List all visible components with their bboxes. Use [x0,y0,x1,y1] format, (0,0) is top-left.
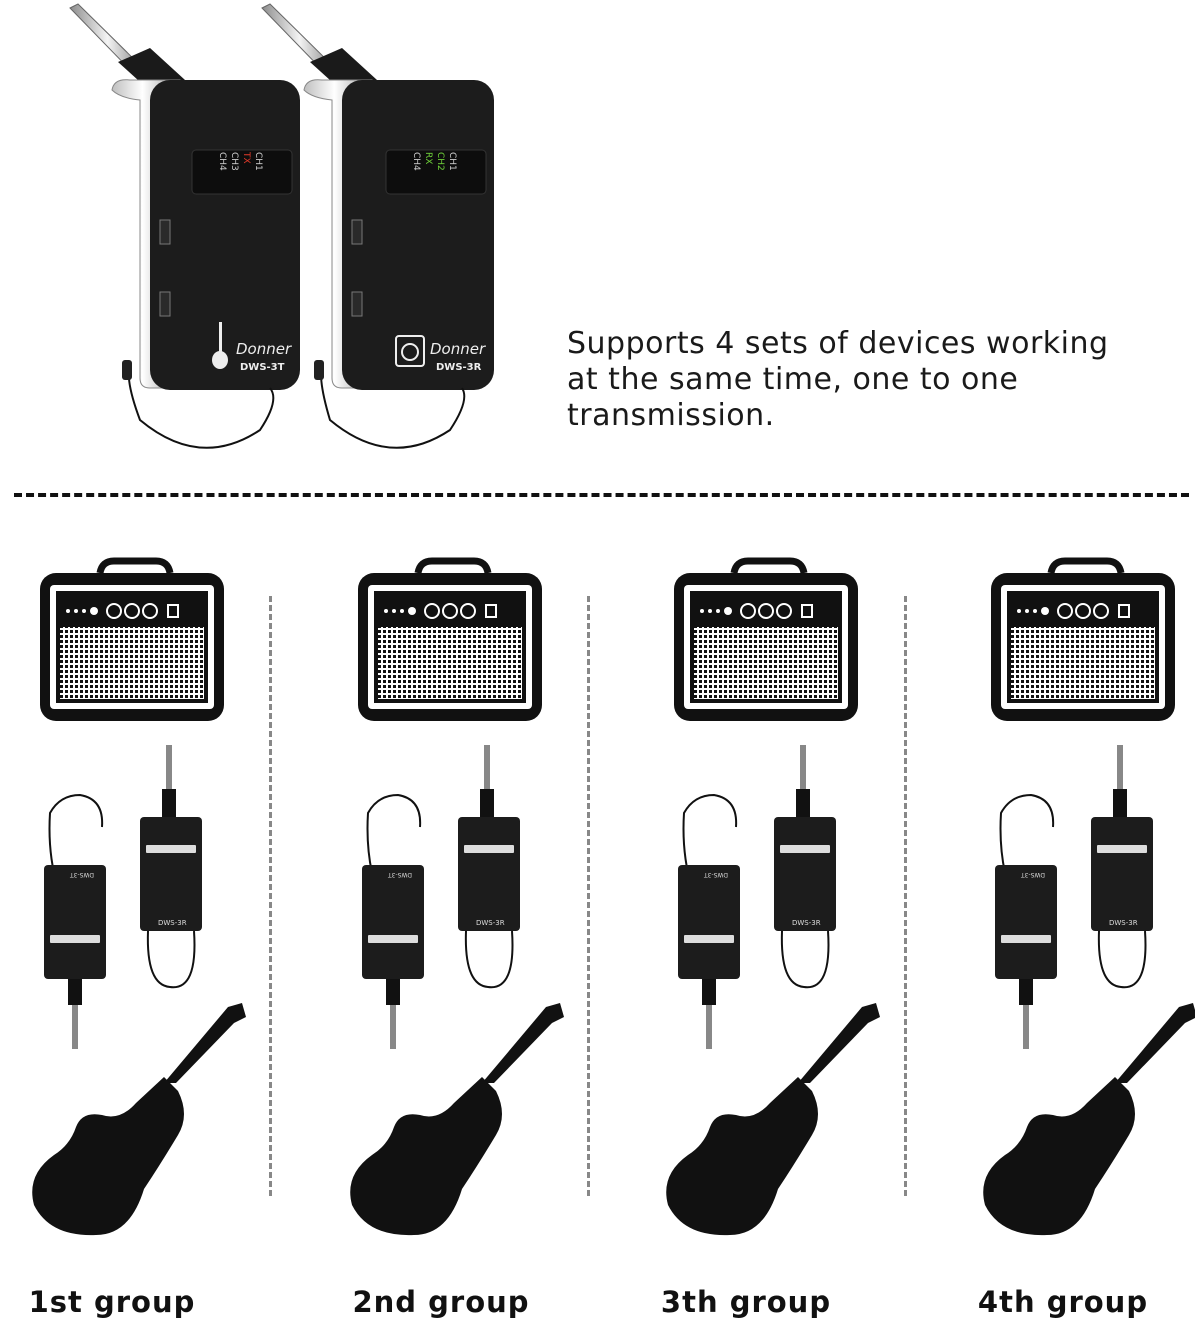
led-label: CH2 [435,152,445,171]
receiver-cable [320,364,466,449]
group-divider [269,596,272,1196]
group-label-3: 3th group [660,1285,832,1319]
transmitter-cable [127,364,275,449]
led-label: CH3 [229,152,239,171]
channel-select-switch[interactable] [351,291,363,317]
led-label: TX [241,151,251,164]
power-switch[interactable] [159,219,171,245]
brand-logo: Donner [236,340,292,358]
model-label: DWS-3R [436,362,482,373]
group-illustration-3 [654,555,884,1315]
model-label: DWS-3T [240,362,285,373]
guitar-logo-icon [212,322,228,369]
group-illustration-2 [338,555,568,1315]
brand-logo: Donner [430,340,486,358]
feature-line: transmission. [567,398,775,433]
led-label: CH4 [217,152,227,171]
led-label: CH1 [253,152,263,171]
group-illustration-4 [971,555,1195,1315]
feature-description: Supports 4 sets of devices working at th… [567,326,1167,434]
led-label: CH1 [447,152,457,171]
receiver-device: CH1 CH2 RX CH4 Donner DWS-3R [261,3,494,449]
section-divider [14,493,1189,497]
group-illustration-1 [20,555,250,1315]
amplifier-logo-icon [395,335,425,367]
channel-select-switch[interactable] [159,291,171,317]
group-label-2: 2nd group [352,1285,530,1319]
feature-line: Supports 4 sets of devices working [567,326,1109,361]
feature-line: at the same time, one to one [567,362,1019,397]
group-divider [587,596,590,1196]
led-label: CH4 [411,152,421,171]
group-divider [904,596,907,1196]
group-label-4: 4th group [977,1285,1149,1319]
group-label-1: 1st group [28,1285,196,1319]
product-hero: CH1 TX CH3 CH4 Donner DWS-3T CH1 CH2 RX … [69,3,494,449]
transmitter-device: CH1 TX CH3 CH4 Donner DWS-3T [69,3,300,449]
led-label: RX [423,152,433,164]
power-switch[interactable] [351,219,363,245]
